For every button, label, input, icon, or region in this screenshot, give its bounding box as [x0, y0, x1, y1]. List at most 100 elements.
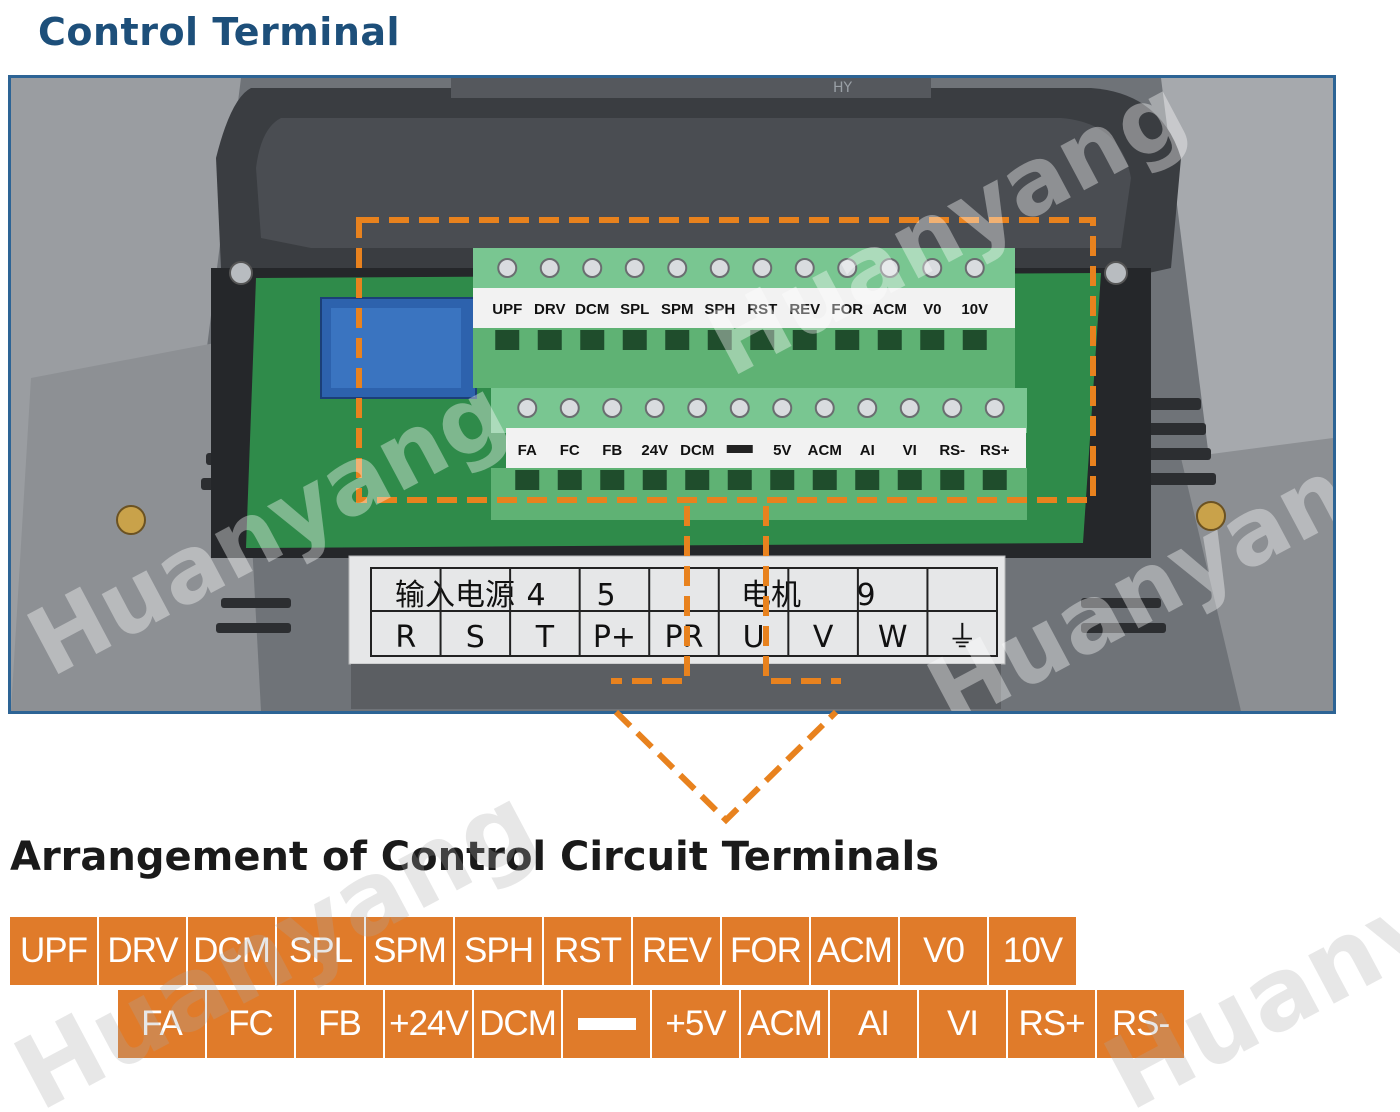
board-terminal-label: SPL: [620, 301, 649, 318]
board-terminal-label: FB: [602, 442, 622, 459]
terminal-ai: AI: [830, 990, 917, 1058]
terminal-24v: +24V: [385, 990, 472, 1058]
blank-bar-icon: [726, 445, 753, 453]
terminal-screw-icon: [794, 258, 815, 278]
board-terminal-label: ACM: [808, 442, 842, 459]
terminal-10v: 10V: [989, 917, 1076, 985]
terminal-rev: REV: [633, 917, 720, 985]
wire-slot: [770, 470, 795, 490]
wire-slot: [982, 470, 1007, 490]
terminal-spl: SPL: [277, 917, 364, 985]
terminal-screw-icon: [899, 398, 920, 418]
section-title: Arrangement of Control Circuit Terminals: [10, 834, 940, 880]
board-terminal-label: FC: [560, 442, 580, 459]
wire-slot: [920, 330, 945, 350]
terminal-screw-icon: [517, 398, 538, 418]
board-terminal-label: 10V: [961, 301, 988, 318]
plate-label: V: [813, 620, 834, 655]
wire-slot: [600, 470, 625, 490]
board-terminal-label: VI: [903, 442, 917, 459]
board-terminal-label: FA: [518, 442, 537, 459]
terminal-dcm: DCM: [474, 990, 561, 1058]
terminal-screw-icon: [837, 258, 858, 278]
terminal-5v: +5V: [652, 990, 739, 1058]
brand-mark: HY: [833, 80, 853, 96]
terminal-screw-icon: [559, 398, 580, 418]
terminal-screw-icon: [879, 258, 900, 278]
board-terminal-label: SPM: [661, 301, 694, 318]
wire-slot: [812, 470, 837, 490]
terminal-screw-icon: [857, 398, 878, 418]
board-terminal-label: UPF: [492, 301, 522, 318]
terminal-screw-icon: [964, 258, 985, 278]
wire-slot: [877, 330, 902, 350]
plate-label: 4: [526, 578, 545, 613]
wire-slot: [685, 470, 710, 490]
terminal-v0: V0: [900, 917, 987, 985]
terminal-sph: SPH: [455, 917, 542, 985]
terminal-screw-icon: [922, 258, 943, 278]
board-terminal-label: RS+: [980, 442, 1010, 459]
terminal-screw-icon: [709, 258, 730, 278]
wire-slot: [495, 330, 520, 350]
terminal-screw-icon: [644, 398, 665, 418]
terminal-screw-icon: [602, 398, 623, 418]
terminal-for: FOR: [722, 917, 809, 985]
terminal-screw-icon: [687, 398, 708, 418]
wire-slot: [557, 470, 582, 490]
wire-slot: [622, 330, 647, 350]
plate-label: U: [743, 620, 765, 655]
wire-slot: [537, 330, 562, 350]
terminal-screw-icon: [624, 258, 645, 278]
terminal-screw-icon: [984, 398, 1005, 418]
board-terminal-label: 24V: [641, 442, 668, 459]
wire-slot: [962, 330, 987, 350]
board-terminal-label: AI: [860, 442, 875, 459]
page-title: Control Terminal: [38, 10, 401, 54]
terminal-screw-icon: [752, 258, 773, 278]
terminal-acm: ACM: [811, 917, 898, 985]
board-terminal-label: RS-: [939, 442, 965, 459]
terminal-screw-icon: [814, 398, 835, 418]
wire-slot: [940, 470, 965, 490]
wire-slot: [835, 330, 860, 350]
wire-slot: [897, 470, 922, 490]
plate-label: P+: [593, 620, 636, 655]
board-terminal-label: DRV: [534, 301, 565, 318]
terminal-rst: RST: [544, 917, 631, 985]
wire-slot: [580, 330, 605, 350]
wire-slot: [665, 330, 690, 350]
terminal-dcm: DCM: [188, 917, 275, 985]
blank-bar-icon: [577, 1018, 636, 1030]
terminal-screw-icon: [772, 398, 793, 418]
terminal-screw-icon: [729, 398, 750, 418]
terminal-upf: UPF: [10, 917, 97, 985]
plate-label: T: [535, 620, 555, 655]
board-terminal-label: REV: [789, 301, 820, 318]
terminal-screw-icon: [539, 258, 560, 278]
board-terminal-label: V0: [923, 301, 941, 318]
plate-label: 输入电源: [395, 578, 515, 613]
terminal-screw-icon: [667, 258, 688, 278]
terminal-fa: FA: [118, 990, 205, 1058]
plate-label: S: [466, 620, 485, 655]
plate-label: 电机: [741, 578, 801, 613]
board-terminal-label: DCM: [575, 301, 609, 318]
svg-text:Huanyang: Huanyang: [1086, 763, 1400, 1112]
board-terminal-label: ACM: [873, 301, 907, 318]
terminal-screw-icon: [942, 398, 963, 418]
wire-slot: [642, 470, 667, 490]
wire-slot: [750, 330, 775, 350]
plate-label: 5: [596, 578, 615, 613]
plate-label: ⏚: [947, 620, 977, 655]
terminal-fb: FB: [296, 990, 383, 1058]
plate-label: R: [395, 620, 416, 655]
terminal-rs: RS+: [1008, 990, 1095, 1058]
terminal-spm: SPM: [366, 917, 453, 985]
board-terminal-label: SPH: [704, 301, 735, 318]
plate-label: W: [878, 620, 908, 655]
wire-slot: [792, 330, 817, 350]
